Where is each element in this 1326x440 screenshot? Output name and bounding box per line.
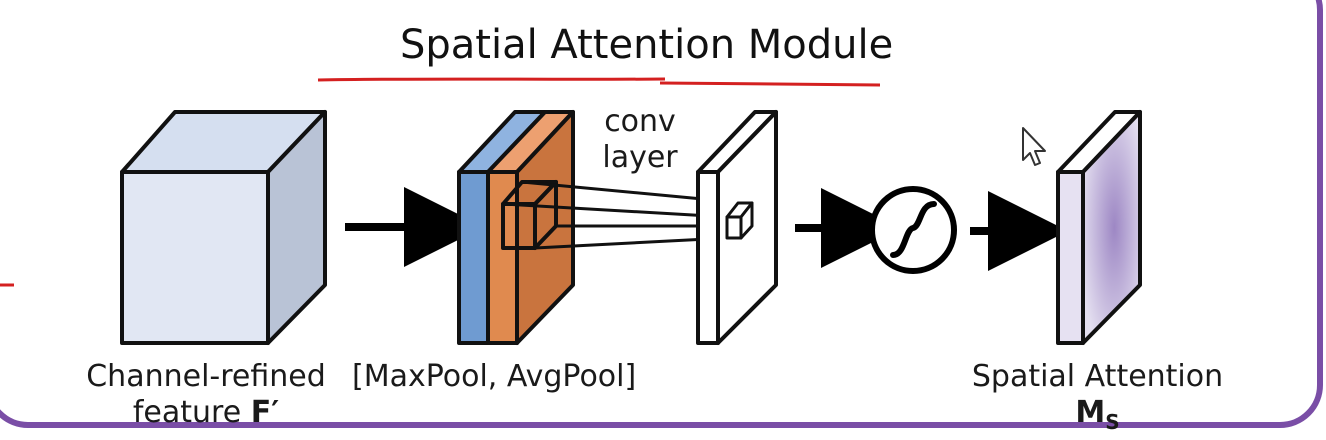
outer-frame — [0, 0, 1323, 428]
input-feature-label: Channel-refined feature F′ — [76, 359, 336, 431]
output-label-line1: Spatial Attention — [971, 359, 1224, 394]
title-underline-2 — [659, 81, 881, 87]
conv-layer-label: conv layer — [585, 104, 695, 176]
output-symbol-main: M — [1075, 395, 1106, 430]
input-label-prefix: feature — [132, 395, 251, 430]
conv-label-line2: layer — [602, 140, 678, 175]
diagram-title: Spatial Attention Module — [400, 22, 894, 68]
input-label-line2: feature F′ — [76, 395, 336, 431]
sigmoid-icon — [869, 186, 957, 274]
mouse-pointer-icon — [1022, 127, 1046, 166]
input-feature-symbol: F′ — [250, 395, 280, 430]
pooling-label: [MaxPool, AvgPool] — [352, 359, 637, 394]
output-symbol: MS — [960, 395, 1235, 440]
input-label-line1: Channel-refined — [86, 359, 326, 394]
conv-label-line1: conv — [604, 104, 676, 139]
input-feature-cube — [120, 110, 327, 345]
pooled-features — [457, 110, 575, 345]
attention-map — [1056, 110, 1142, 345]
conv-output-map — [696, 110, 778, 345]
output-symbol-subscript: S — [1105, 410, 1120, 434]
output-label: Spatial Attention MS — [960, 359, 1235, 440]
title-underline — [317, 77, 666, 82]
